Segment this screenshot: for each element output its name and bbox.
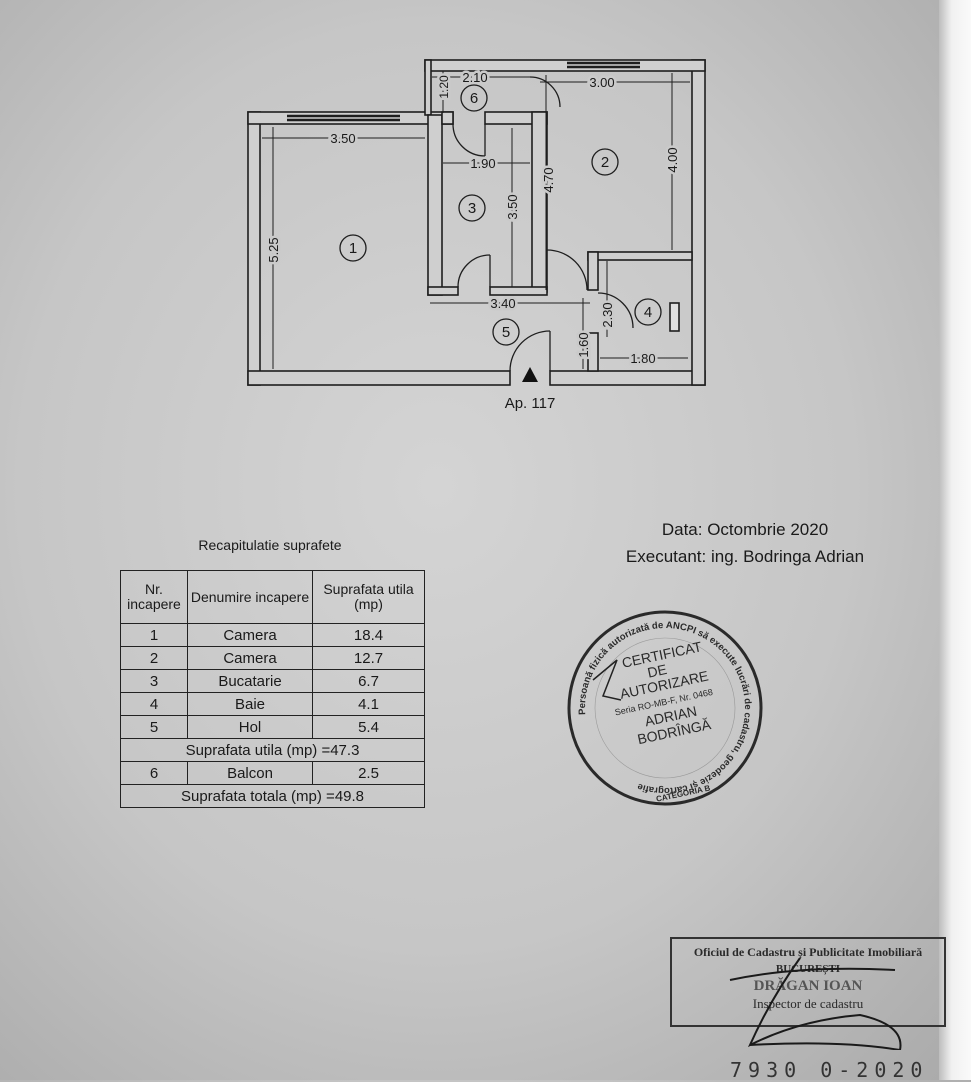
ocpi-line-3: DRĂGAN IOAN bbox=[753, 978, 863, 994]
authorization-stamp: Persoană fizică autorizată de ANCPI să e… bbox=[565, 608, 765, 808]
stamp-line-2: DE bbox=[646, 661, 668, 681]
dim-r5-height: 1.60 bbox=[576, 332, 591, 357]
dim-r6-height: 1.20 bbox=[437, 75, 451, 99]
cell-name: Camera bbox=[187, 646, 313, 670]
dimension-labels: 3.50 5.25 2.10 1.20 3.00 4.00 4.70 1.90 … bbox=[264, 68, 683, 369]
cell-name: Balcon bbox=[187, 761, 313, 785]
header-name: Denumire incapere bbox=[187, 570, 313, 624]
cell-area: 6.7 bbox=[312, 669, 425, 693]
floor-plan: 3.50 5.25 2.10 1.20 3.00 4.00 4.70 1.90 … bbox=[247, 59, 706, 386]
room-number-6: 6 bbox=[470, 90, 478, 107]
area-summary-table: Nr. incapere Denumire incapere Suprafata… bbox=[120, 570, 425, 808]
dim-r4-height: 2.30 bbox=[600, 302, 615, 327]
cell-nr: 1 bbox=[120, 623, 188, 647]
dim-r5-width: 3.40 bbox=[490, 296, 515, 311]
doors bbox=[452, 76, 634, 372]
dim-r6-width: 2.10 bbox=[462, 70, 487, 85]
cell-nr: 5 bbox=[120, 715, 188, 739]
cell-name: Bucatarie bbox=[187, 669, 313, 693]
ocpi-line-1: Oficiul de Cadastru și Publicitate Imobi… bbox=[693, 945, 923, 959]
room-number-1: 1 bbox=[349, 240, 357, 257]
signature-mark bbox=[592, 659, 622, 701]
cell-area: 12.7 bbox=[312, 646, 425, 670]
dim-r2-width: 3.00 bbox=[589, 75, 614, 90]
cell-area: 4.1 bbox=[312, 692, 425, 716]
room-number-3: 3 bbox=[468, 200, 476, 217]
cell-name: Camera bbox=[187, 623, 313, 647]
windows bbox=[287, 61, 640, 122]
cell-nr: 2 bbox=[120, 646, 188, 670]
header-area: Suprafata utila (mp) bbox=[312, 570, 425, 624]
registration-number: 7930 0-2020 bbox=[730, 1058, 929, 1082]
ocpi-line-4: Inspector de cadastru bbox=[752, 996, 864, 1011]
dim-r3-width: 1.90 bbox=[470, 156, 495, 171]
dim-r4-width: 1.80 bbox=[630, 351, 655, 366]
table-title: Recapitulatie suprafete bbox=[198, 537, 342, 553]
dim-r3-height: 3.50 bbox=[505, 194, 520, 219]
dim-r1-height: 5.25 bbox=[266, 237, 281, 262]
walls bbox=[247, 59, 706, 386]
cell-area: 18.4 bbox=[312, 623, 425, 647]
cell-nr: 6 bbox=[120, 761, 188, 785]
cell-nr: 3 bbox=[120, 669, 188, 693]
cell-area: 5.4 bbox=[312, 715, 425, 739]
room-number-4: 4 bbox=[644, 304, 652, 321]
header-nr: Nr. incapere bbox=[120, 570, 188, 624]
entrance-arrow-icon bbox=[522, 367, 538, 382]
dim-r1-width: 3.50 bbox=[330, 131, 355, 146]
dimension-lines bbox=[262, 71, 690, 369]
ocpi-stamp: Oficiul de Cadastru și Publicitate Imobi… bbox=[670, 937, 946, 1027]
dim-r2-height: 4.00 bbox=[665, 147, 680, 172]
dim-r2-side: 4.70 bbox=[541, 167, 556, 192]
total-cell: Suprafata totala (mp) =49.8 bbox=[120, 784, 425, 808]
page-edge bbox=[939, 0, 971, 1080]
cell-name: Hol bbox=[187, 715, 313, 739]
table-header-row: Nr. incapere Denumire incapere Suprafata… bbox=[120, 570, 425, 624]
room-markers: 1 2 3 4 5 6 bbox=[339, 84, 662, 346]
cell-area: 2.5 bbox=[312, 761, 425, 785]
date-text: Data: Octombrie 2020 bbox=[661, 520, 829, 539]
inspector-signature bbox=[729, 957, 902, 1050]
room-number-2: 2 bbox=[601, 154, 609, 171]
executant-text: Executant: ing. Bodringa Adrian bbox=[625, 547, 865, 566]
room-number-5: 5 bbox=[502, 324, 510, 341]
apartment-label: Ap. 117 bbox=[504, 395, 556, 412]
subtotal-row: Suprafata utila (mp) =47.3 bbox=[120, 738, 425, 762]
subtotal-cell: Suprafata utila (mp) =47.3 bbox=[120, 738, 425, 762]
total-row: Suprafata totala (mp) =49.8 bbox=[120, 784, 425, 808]
cell-name: Baie bbox=[187, 692, 313, 716]
cell-nr: 4 bbox=[120, 692, 188, 716]
